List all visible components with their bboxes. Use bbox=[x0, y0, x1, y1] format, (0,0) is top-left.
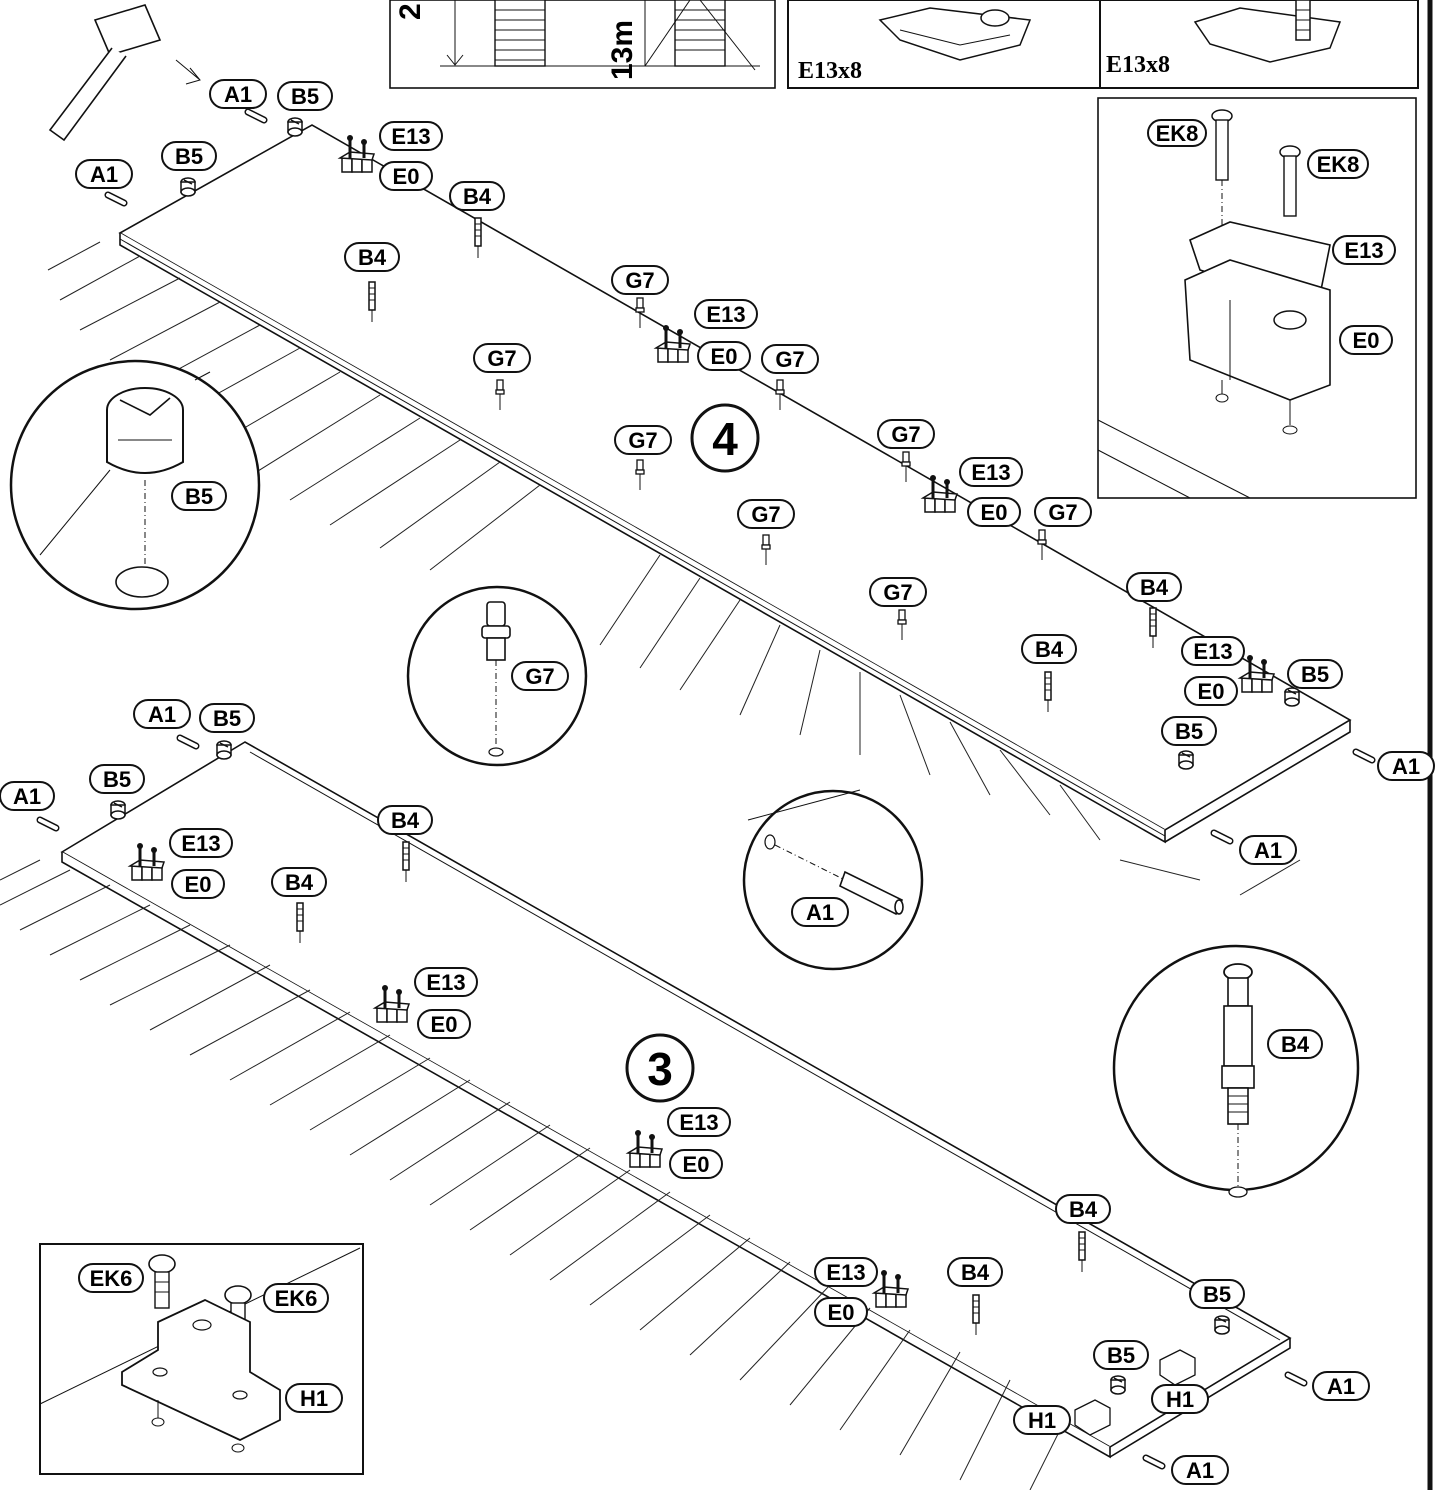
label-e0: E0 bbox=[683, 1152, 710, 1177]
label-b5: B5 bbox=[213, 706, 241, 731]
label-h1: H1 bbox=[1166, 1387, 1194, 1412]
label-b4: B4 bbox=[1140, 575, 1169, 600]
label-e13: E13 bbox=[826, 1260, 865, 1285]
label-b5: B5 bbox=[175, 144, 203, 169]
label-e13: E13 bbox=[181, 831, 220, 856]
screw-thread-icon bbox=[494, 0, 546, 67]
label-b4: B4 bbox=[358, 245, 387, 270]
label-b5: B5 bbox=[1301, 662, 1329, 687]
label-a1: A1 bbox=[1186, 1458, 1214, 1483]
label-e13: E13 bbox=[1193, 639, 1232, 664]
depth-thread-icon bbox=[644, 0, 756, 71]
screw-depth-inset: 2 13m bbox=[389, 0, 776, 89]
label-e0: E0 bbox=[828, 1300, 855, 1325]
label-e0: E0 bbox=[185, 872, 212, 897]
bracket-icon bbox=[1074, 1349, 1196, 1436]
label-g7: G7 bbox=[891, 422, 920, 447]
label-g7: G7 bbox=[1048, 500, 1077, 525]
hinge-plate-detail: EK8 EK8 E13 E0 bbox=[1097, 97, 1417, 499]
hinge-plate-icon bbox=[878, 7, 1032, 61]
label-e13: E13 bbox=[971, 460, 1010, 485]
cam-detail-label: B5 bbox=[185, 484, 213, 509]
dowel-detail: A1 bbox=[742, 789, 924, 971]
step-4-marker: 4 bbox=[690, 403, 760, 473]
plate-quantity-2: E13x8 bbox=[1106, 52, 1170, 78]
label-g7: G7 bbox=[628, 428, 657, 453]
label-b5: B5 bbox=[1203, 1282, 1231, 1307]
screw-icon-2 bbox=[1279, 145, 1301, 217]
label-e0: E0 bbox=[431, 1012, 458, 1037]
bolt-detail: B4 bbox=[1112, 944, 1360, 1198]
plate-quantity: E13x8 bbox=[798, 58, 862, 84]
step-3-number: 3 bbox=[647, 1043, 673, 1095]
step-3-marker: 3 bbox=[625, 1033, 695, 1103]
bracket-detail: EK6 EK6 H1 bbox=[39, 1243, 364, 1475]
label-a1: A1 bbox=[1327, 1374, 1355, 1399]
label-g7: G7 bbox=[751, 502, 780, 527]
part-labels-panel-4: A1 B5 A1 B5 E13 E0 B4 B4 G7 E13 E0 G7 G7… bbox=[75, 79, 1435, 865]
bracket-screw-label: EK6 bbox=[90, 1266, 133, 1291]
hinge-base-icon bbox=[1184, 221, 1331, 435]
label-g7: G7 bbox=[625, 268, 654, 293]
label-e13: E13 bbox=[706, 302, 745, 327]
hammer-icon bbox=[48, 4, 201, 142]
label-e13: E13 bbox=[679, 1110, 718, 1135]
peg-detail: G7 bbox=[406, 585, 588, 767]
hinge-screw-label: EK8 bbox=[1156, 121, 1199, 146]
label-b4: B4 bbox=[1035, 637, 1064, 662]
label-b4: B4 bbox=[285, 870, 314, 895]
part-labels-panel-3: A1 B5 A1 B5 B4 E13 E0 B4 E13 E0 E13 E0 B… bbox=[0, 699, 1370, 1485]
label-e13: E13 bbox=[426, 970, 465, 995]
peg-detail-label: G7 bbox=[525, 664, 554, 689]
label-b5: B5 bbox=[291, 84, 319, 109]
screw-icon bbox=[148, 1254, 176, 1309]
screw-icon bbox=[1211, 109, 1233, 240]
floor-hatching-3 bbox=[0, 859, 1061, 1490]
label-b4: B4 bbox=[463, 184, 492, 209]
step-4-number: 4 bbox=[712, 413, 738, 465]
label-a1: A1 bbox=[90, 162, 118, 187]
screw-length-label: 2 bbox=[394, 3, 427, 20]
hinge-screw-label-2: EK8 bbox=[1317, 152, 1360, 177]
label-a1: A1 bbox=[148, 702, 176, 727]
label-b4: B4 bbox=[1069, 1197, 1098, 1222]
bracket-label: H1 bbox=[300, 1386, 328, 1411]
label-a1: A1 bbox=[224, 82, 252, 107]
bolt-detail-label: B4 bbox=[1281, 1032, 1310, 1057]
cam-detail: B5 bbox=[9, 359, 261, 611]
label-b5: B5 bbox=[103, 767, 131, 792]
bracket-screw-label-2: EK6 bbox=[275, 1286, 318, 1311]
dowel-detail-label: A1 bbox=[806, 900, 834, 925]
label-a1: A1 bbox=[1254, 838, 1282, 863]
label-a1: A1 bbox=[13, 784, 41, 809]
label-b4: B4 bbox=[391, 808, 420, 833]
hinge-base-label: E0 bbox=[1353, 328, 1380, 353]
hinge-plate-label: E13 bbox=[1344, 238, 1383, 263]
label-b5: B5 bbox=[1107, 1343, 1135, 1368]
label-b4: B4 bbox=[961, 1260, 990, 1285]
label-e0: E0 bbox=[981, 500, 1008, 525]
label-g7: G7 bbox=[883, 580, 912, 605]
label-g7: G7 bbox=[487, 346, 516, 371]
label-e0: E0 bbox=[393, 164, 420, 189]
label-h1: H1 bbox=[1028, 1408, 1056, 1433]
depth-label: 13m bbox=[606, 20, 639, 80]
hinge-plate-icon-2 bbox=[1193, 0, 1342, 63]
label-e0: E0 bbox=[1198, 679, 1225, 704]
label-g7: G7 bbox=[775, 347, 804, 372]
label-e0: E0 bbox=[711, 344, 738, 369]
label-e13: E13 bbox=[391, 124, 430, 149]
hinge-plate-quantity-inset: E13x8 E13x8 bbox=[787, 0, 1419, 89]
label-a1: A1 bbox=[1392, 754, 1420, 779]
fittings-panel-3 bbox=[40, 738, 1304, 1466]
label-b5: B5 bbox=[1175, 719, 1203, 744]
